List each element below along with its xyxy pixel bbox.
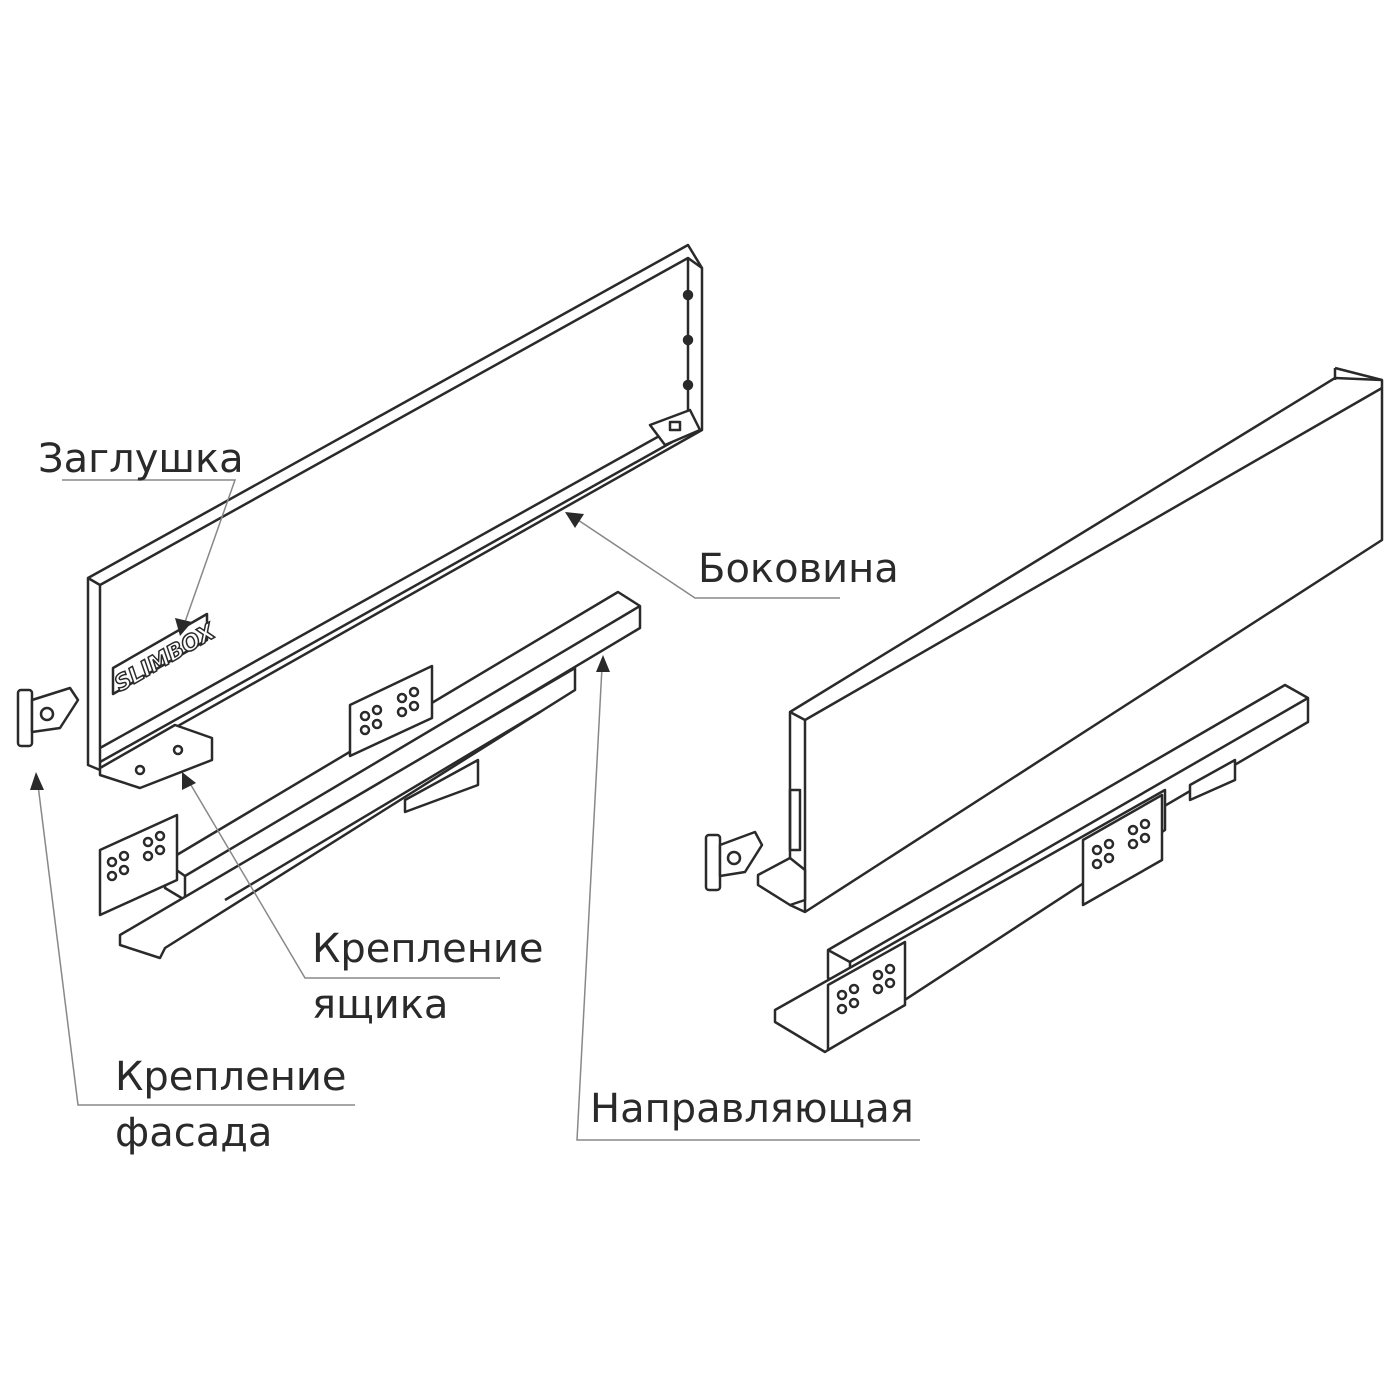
leader-arrowheads <box>30 512 610 790</box>
label-drawer-mount-line2: ящика <box>312 982 449 1028</box>
left-guide-rail <box>98 590 642 960</box>
leader-lines <box>37 479 920 1141</box>
label-facade-mount-line2: фасада <box>115 1110 273 1156</box>
label-plug: Заглушка <box>38 436 244 482</box>
right-guide-rail <box>773 683 1310 1054</box>
left-side-panel <box>86 243 704 772</box>
right-drawer-mount <box>756 788 807 907</box>
left-drawer-mount <box>98 723 214 790</box>
right-facade-mount <box>704 830 764 892</box>
label-guide-rail: Направляющая <box>590 1086 914 1132</box>
slimbox-logo-plate <box>111 612 209 696</box>
left-facade-mount <box>16 686 80 748</box>
label-facade-mount-line1: Крепление <box>115 1054 347 1100</box>
label-drawer-mount-line1: Крепление <box>312 926 544 972</box>
label-side-panel: Боковина <box>698 546 899 592</box>
